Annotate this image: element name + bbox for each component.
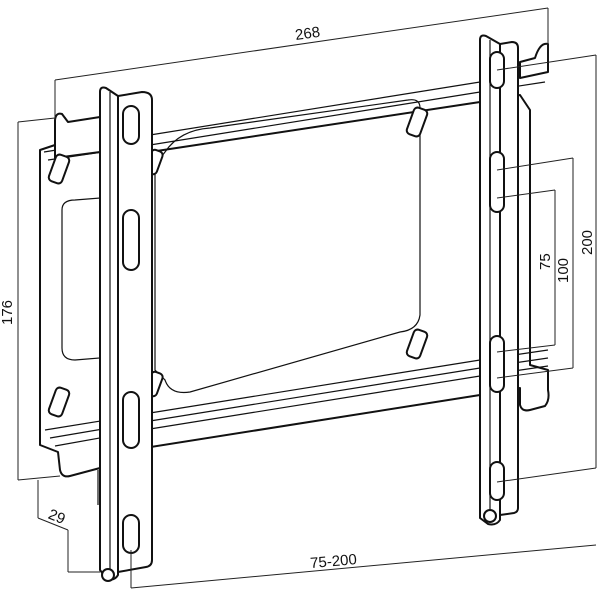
dimension-100: 100 bbox=[496, 157, 574, 379]
label-75-200: 75-200 bbox=[309, 551, 357, 572]
dimension-75: 75 bbox=[496, 189, 556, 353]
label-176: 176 bbox=[0, 300, 16, 325]
label-100: 100 bbox=[555, 258, 572, 283]
label-200: 200 bbox=[579, 230, 596, 255]
label-29: 29 bbox=[46, 506, 68, 528]
label-268: 268 bbox=[294, 24, 321, 44]
label-75: 75 bbox=[537, 253, 554, 270]
right-arm bbox=[479, 34, 519, 526]
dimension-75-200: 75-200 bbox=[130, 544, 597, 589]
dimension-176: 176 bbox=[0, 117, 61, 481]
left-arm bbox=[97, 86, 153, 582]
dimension-268: 268 bbox=[54, 7, 549, 120]
dimension-200: 200 bbox=[496, 54, 597, 483]
dimension-29: 29 bbox=[37, 480, 100, 573]
